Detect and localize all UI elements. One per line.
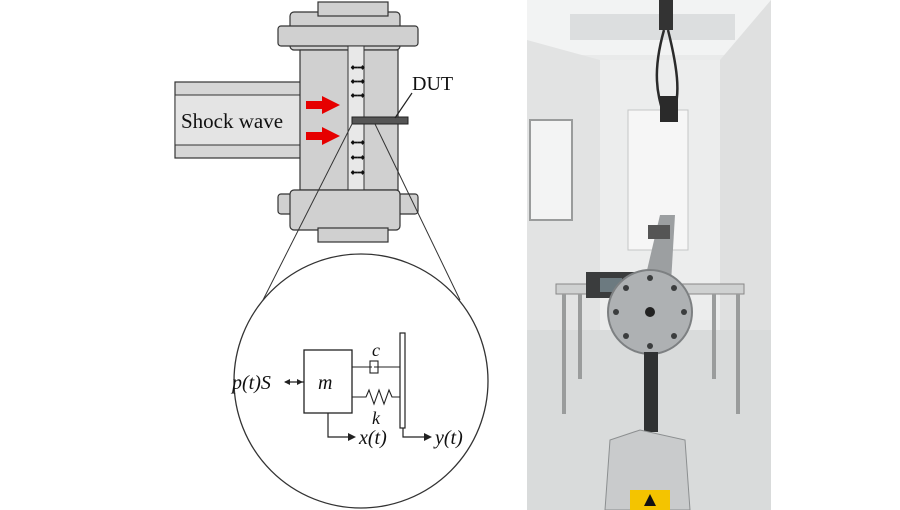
damper-label: c [372,340,380,360]
dut-beam [351,116,409,125]
damper [352,360,400,374]
bottom-flange-inner [317,227,389,243]
bottom-flange-outer [289,189,401,231]
shock-arrow-bottom [306,127,340,145]
base-displacement-arrow [402,428,426,438]
force-label: p(t)S [230,372,271,394]
svg-text:⇠⇢: ⇠⇢ [351,91,365,100]
base-plate [399,332,406,429]
svg-text:⇠⇢: ⇠⇢ [351,138,365,147]
svg-text:⇠⇢: ⇠⇢ [351,153,365,162]
mass-displacement-arrow [327,413,350,438]
shock-arrow-top [306,96,340,114]
shock-tube-schematic: ⇠⇢ ⇠⇢ ⇠⇢ ⇠⇢ ⇠⇢ ⇠⇢ DUT Shock wave m [174,1,489,509]
mass-label: m [318,372,332,394]
base-displacement-label: y(t) [433,427,463,449]
spring [352,388,400,406]
spring-label: k [372,408,381,428]
top-flange-bolt [277,25,419,47]
pressure-arrows: ⇠⇢ ⇠⇢ ⇠⇢ ⇠⇢ ⇠⇢ ⇠⇢ [351,63,366,178]
dut-label: DUT [412,73,453,95]
zoom-circle [233,253,489,509]
top-flange-inner [317,1,389,17]
window [529,119,573,221]
dut-leader-line [394,92,413,119]
lab-photo [527,0,771,510]
zoom-line-left [262,123,353,301]
zoom-line-right [374,123,461,301]
svg-text:⇠⇢: ⇠⇢ [351,77,365,86]
mass-displacement-label: x(t) [358,427,387,449]
shock-wave-label: Shock wave [181,109,283,133]
svg-text:⇠⇢: ⇠⇢ [351,63,365,72]
svg-text:⇠⇢: ⇠⇢ [351,168,365,177]
